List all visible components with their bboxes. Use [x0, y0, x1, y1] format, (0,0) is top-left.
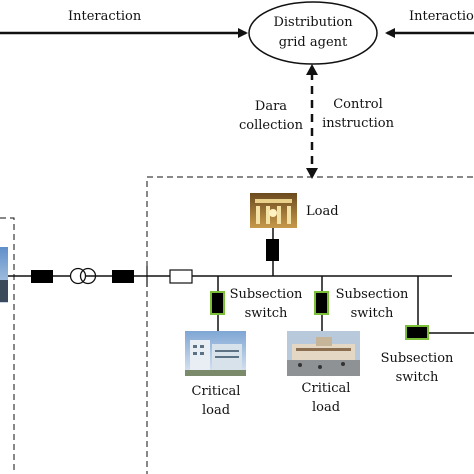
- load-breaker: [266, 239, 279, 261]
- load-photo: [250, 193, 297, 228]
- subsection-switch-1: [210, 291, 225, 315]
- agent-title-line2: grid agent: [278, 35, 348, 50]
- breaker-left: [31, 270, 53, 283]
- arrowhead-up: [306, 64, 318, 75]
- grid-region-main: [146, 176, 474, 474]
- subsection-switch-2-label-line2: switch: [350, 306, 394, 321]
- critical-load-2-label-line1: Critical: [301, 381, 351, 396]
- open-switch: [169, 269, 193, 284]
- breaker-right-of-transformer: [112, 270, 134, 283]
- data-collection-label-line2: collection: [239, 118, 303, 133]
- load-label: Load: [306, 204, 339, 219]
- critical-load-1-label-line1: Critical: [191, 384, 241, 399]
- interaction-label-right: Interaction: [409, 9, 474, 24]
- subsection-switch-3-label-line2: switch: [395, 370, 439, 385]
- grid-region-left: [0, 217, 15, 474]
- subsection-switch-3: [405, 325, 429, 340]
- source-photo: [0, 247, 8, 303]
- subsection-switch-3-label-line1: Subsection: [380, 351, 454, 366]
- critical-load-photo-2: [287, 331, 360, 376]
- control-instruction-label-line2: instruction: [322, 116, 394, 131]
- critical-load-2-label-line2: load: [311, 400, 341, 415]
- subsection-switch-1-label-line1: Subsection: [229, 287, 303, 302]
- subsection-switch-2-label-line1: Subsection: [335, 287, 409, 302]
- transformer-icon: [69, 267, 97, 285]
- critical-load-1-label-line2: load: [201, 403, 231, 418]
- critical-load-photo-1: [185, 331, 246, 376]
- agent-ellipse: [248, 1, 378, 65]
- data-collection-label-line1: Dara: [254, 99, 288, 114]
- agent-title-line1: Distribution: [273, 15, 353, 30]
- control-instruction-label-line1: Control: [333, 97, 383, 112]
- arrowhead-down: [306, 168, 318, 179]
- interaction-label-left: Interaction: [68, 9, 142, 24]
- subsection-switch-1-label-line2: switch: [244, 306, 288, 321]
- subsection-switch-2: [314, 291, 329, 315]
